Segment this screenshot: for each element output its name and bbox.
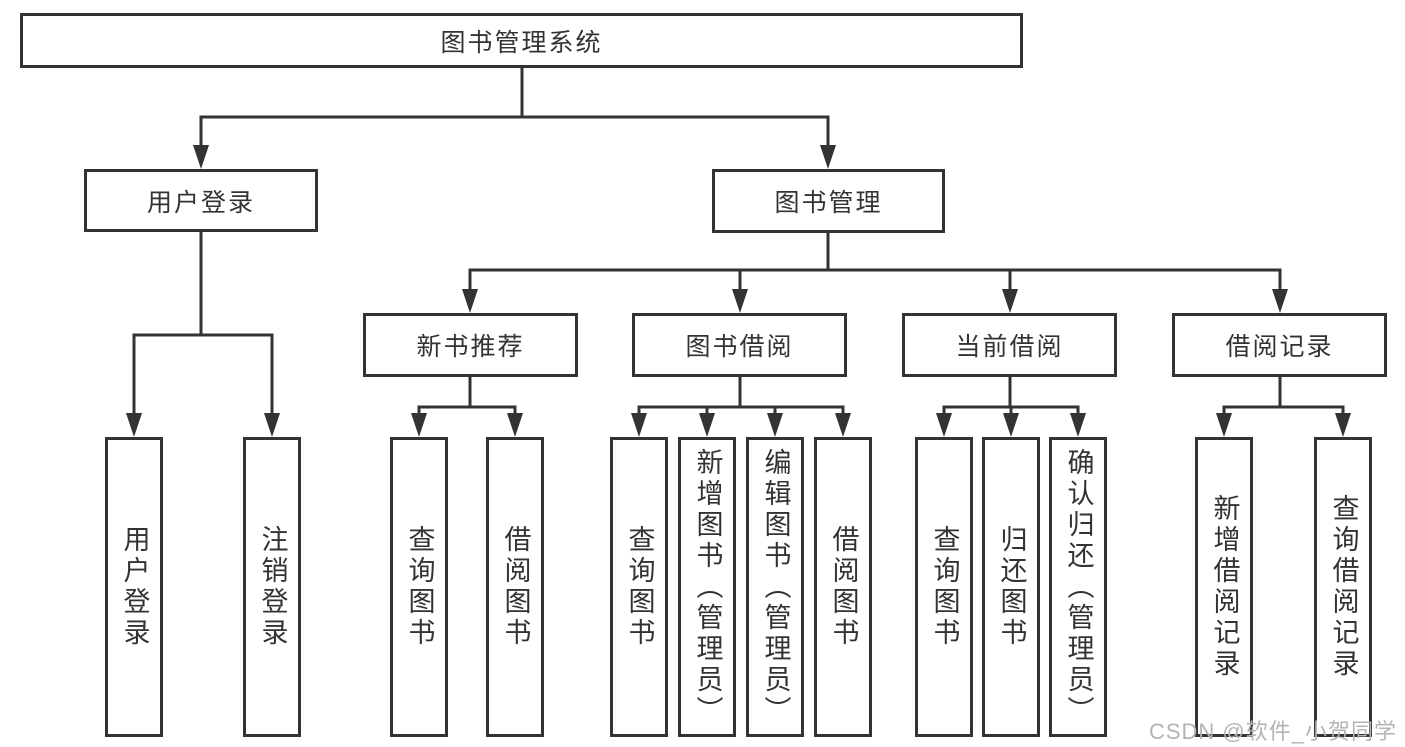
leaf-add-book-admin: 新增图书（管理员） xyxy=(678,437,736,737)
node-user-login-label: 用户登录 xyxy=(146,188,255,217)
node-library-system: 图书管理系统 xyxy=(20,13,1023,68)
node-library-system-label: 图书管理系统 xyxy=(440,28,603,57)
arrowhead-icon xyxy=(767,413,783,437)
leaf-borrow-books-recommend-label: 借阅图书 xyxy=(500,525,531,649)
arrowhead-icon xyxy=(631,413,647,437)
node-new-book-recommend: 新书推荐 xyxy=(363,313,578,377)
leaf-query-books-current-label: 查询图书 xyxy=(929,525,960,649)
connector-newbook-to-leaves xyxy=(417,375,517,417)
leaf-confirm-return-admin-label: 确认归还（管理员） xyxy=(1063,447,1094,727)
leaf-user-login: 用户登录 xyxy=(105,437,163,737)
leaf-query-books-current: 查询图书 xyxy=(915,437,973,737)
leaf-query-books-borrow: 查询图书 xyxy=(610,437,668,737)
node-book-borrow: 图书借阅 xyxy=(632,313,847,377)
arrowhead-icon xyxy=(835,413,851,437)
leaf-query-borrow-record-label: 查询借阅记录 xyxy=(1328,494,1359,680)
node-user-login: 用户登录 xyxy=(84,169,318,232)
arrowhead-icon xyxy=(507,413,523,437)
arrowhead-icon xyxy=(1070,413,1086,437)
node-new-book-recommend-label: 新书推荐 xyxy=(416,333,525,361)
arrowhead-icon xyxy=(462,289,478,313)
leaf-query-books-recommend-label: 查询图书 xyxy=(404,525,435,649)
leaf-user-login-label: 用户登录 xyxy=(119,525,150,649)
arrowhead-icon xyxy=(732,289,748,313)
node-current-borrow-label: 当前借阅 xyxy=(955,333,1064,361)
leaf-query-books-recommend: 查询图书 xyxy=(390,437,448,737)
arrowhead-icon xyxy=(820,145,836,169)
node-current-borrow: 当前借阅 xyxy=(902,313,1117,377)
leaf-edit-book-admin: 编辑图书（管理员） xyxy=(746,437,804,737)
leaf-add-borrow-record: 新增借阅记录 xyxy=(1195,437,1253,737)
connector-currentborrow-to-leaves xyxy=(942,375,1080,417)
leaf-borrow-books-label: 借阅图书 xyxy=(828,525,859,649)
node-book-management: 图书管理 xyxy=(712,169,945,233)
connector-userlogin-to-leaves xyxy=(132,230,274,417)
arrowhead-icon xyxy=(1335,413,1351,437)
leaf-borrow-books-recommend: 借阅图书 xyxy=(486,437,544,737)
arrowhead-icon xyxy=(126,413,142,437)
leaf-confirm-return-admin: 确认归还（管理员） xyxy=(1049,437,1107,737)
node-book-management-label: 图书管理 xyxy=(774,189,883,217)
connector-records-to-leaves xyxy=(1222,375,1345,417)
connector-root-to-level2 xyxy=(199,65,830,149)
leaf-return-book: 归还图书 xyxy=(982,437,1040,737)
leaf-return-book-label: 归还图书 xyxy=(996,525,1027,649)
leaf-query-borrow-record: 查询借阅记录 xyxy=(1314,437,1372,737)
connector-bookborrow-to-leaves xyxy=(637,375,845,417)
arrowhead-icon xyxy=(936,413,952,437)
arrowhead-icon xyxy=(1002,289,1018,313)
arrowhead-icon xyxy=(1216,413,1232,437)
leaf-add-book-admin-label: 新增图书（管理员） xyxy=(692,447,723,727)
connector-bookmgmt-to-level3 xyxy=(468,231,1282,293)
node-borrow-records: 借阅记录 xyxy=(1172,313,1387,377)
leaf-logout: 注销登录 xyxy=(243,437,301,737)
arrowhead-icon xyxy=(1003,413,1019,437)
leaf-edit-book-admin-label: 编辑图书（管理员） xyxy=(760,447,791,727)
arrowhead-icon xyxy=(264,413,280,437)
arrowhead-icon xyxy=(1272,289,1288,313)
leaf-add-borrow-record-label: 新增借阅记录 xyxy=(1209,494,1240,680)
leaf-borrow-books: 借阅图书 xyxy=(814,437,872,737)
csdn-watermark: CSDN @软件_小贺同学 xyxy=(1148,719,1397,744)
arrowhead-icon xyxy=(699,413,715,437)
arrowhead-icon xyxy=(411,413,427,437)
leaf-logout-label: 注销登录 xyxy=(257,525,288,649)
arrowhead-icon xyxy=(193,145,209,169)
node-borrow-records-label: 借阅记录 xyxy=(1225,333,1334,361)
node-book-borrow-label: 图书借阅 xyxy=(685,333,794,361)
leaf-query-books-borrow-label: 查询图书 xyxy=(624,525,655,649)
